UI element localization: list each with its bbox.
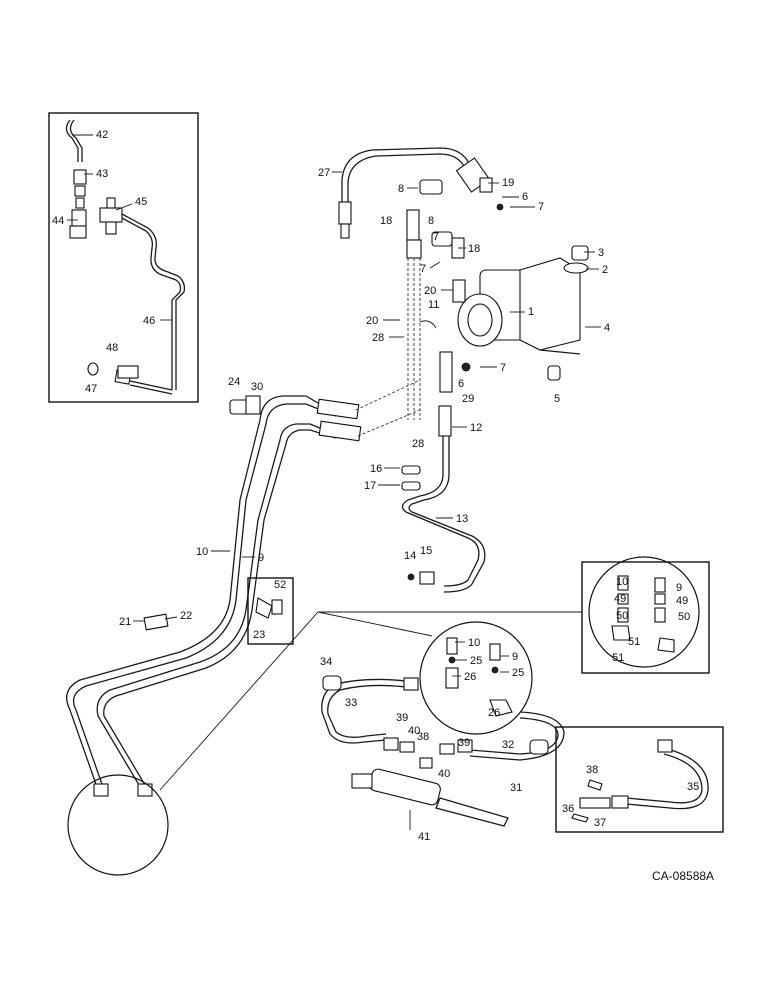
callout-label-3: 3 (598, 247, 604, 259)
callout-label-39: 39 (396, 712, 408, 724)
inset-box-fittings (581, 561, 710, 674)
callout-label-40: 40 (408, 725, 420, 737)
callout-label-8: 8 (398, 183, 404, 195)
callout-label-39: 39 (458, 737, 470, 749)
callout-label-28: 28 (372, 332, 384, 344)
callout-label-49: 49 (676, 595, 688, 607)
callout-label-42: 42 (96, 129, 108, 141)
callout-label-32: 32 (502, 739, 514, 751)
callout-label-38: 38 (417, 731, 429, 743)
detail-circle-line-ends (67, 774, 169, 876)
callout-label-25: 25 (512, 667, 524, 679)
callout-label-26: 26 (464, 671, 476, 683)
callout-label-16: 16 (370, 463, 382, 475)
steering-cylinder-assembly (321, 675, 565, 830)
callout-label-18: 18 (380, 215, 392, 227)
callout-label-49: 49 (614, 593, 626, 605)
callout-label-21: 21 (119, 616, 131, 628)
line-13 (401, 436, 486, 593)
callout-label-20: 20 (366, 315, 378, 327)
detail-circle-fittings-center (419, 621, 533, 735)
callout-label-7: 7 (433, 231, 439, 243)
callout-label-6: 6 (522, 191, 528, 203)
callout-label-44: 44 (52, 215, 64, 227)
callout-label-37: 37 (594, 817, 606, 829)
callout-label-11: 11 (428, 299, 439, 311)
steering-lines-9-10 (66, 379, 582, 876)
callout-label-47: 47 (85, 383, 97, 395)
callout-label-43: 43 (96, 168, 108, 180)
callout-label-23: 23 (253, 629, 265, 641)
callout-label-20: 20 (424, 285, 436, 297)
inset-box-hose-35 (555, 726, 724, 833)
callout-label-2: 2 (602, 264, 608, 276)
callout-label-9: 9 (512, 651, 518, 663)
callout-label-34: 34 (320, 656, 332, 668)
hose-35-assembly (571, 739, 709, 823)
callout-label-10: 10 (196, 546, 208, 558)
callout-label-31: 31 (510, 782, 522, 794)
callout-label-48: 48 (106, 342, 118, 354)
callout-label-29: 29 (462, 393, 474, 405)
callout-label-33: 33 (345, 697, 357, 709)
callout-label-45: 45 (135, 196, 147, 208)
callout-label-41: 41 (418, 831, 430, 843)
callout-label-15: 15 (420, 545, 432, 557)
callout-label-6: 6 (458, 378, 464, 390)
callout-label-5: 5 (554, 393, 560, 405)
callout-label-40: 40 (438, 768, 450, 780)
clip-23-52 (255, 597, 283, 619)
callout-label-46: 46 (143, 315, 155, 327)
callout-label-7: 7 (500, 362, 506, 374)
fittings-49-51 (611, 575, 675, 653)
callout-label-14: 14 (404, 550, 416, 562)
drawing-code: CA-08588A (652, 869, 714, 883)
callout-label-18: 18 (468, 243, 480, 255)
callout-label-51: 51 (612, 652, 624, 664)
callout-label-28: 28 (412, 438, 424, 450)
callout-label-12: 12 (470, 422, 482, 434)
callout-leader-lines (67, 134, 601, 677)
inset-box-gauge-line (48, 112, 199, 403)
leader-line-7 (429, 261, 441, 269)
steering-motor-assembly (338, 147, 589, 437)
callout-label-25: 25 (470, 655, 482, 667)
callout-label-10: 10 (616, 576, 628, 588)
inset-box-clip (247, 577, 294, 645)
callout-label-50: 50 (678, 611, 690, 623)
callout-label-8: 8 (428, 215, 434, 227)
callout-label-9: 9 (676, 582, 682, 594)
clamps (143, 395, 421, 631)
callout-label-17: 17 (364, 480, 376, 492)
callout-label-19: 19 (502, 177, 514, 189)
callout-label-38: 38 (586, 764, 598, 776)
gauge-line-assembly (65, 119, 186, 395)
callout-label-51: 51 (628, 636, 640, 648)
callout-label-7: 7 (538, 201, 544, 213)
callout-label-22: 22 (180, 610, 192, 622)
callout-label-13: 13 (456, 513, 468, 525)
leader-line-45 (115, 203, 133, 211)
callout-label-35: 35 (687, 781, 699, 793)
callout-label-30: 30 (251, 381, 263, 393)
callout-label-1: 1 (528, 306, 534, 318)
callout-label-50: 50 (616, 610, 628, 622)
fittings-25-26 (445, 637, 513, 717)
callout-label-4: 4 (604, 322, 610, 334)
callout-label-36: 36 (562, 803, 574, 815)
callout-label-24: 24 (228, 376, 240, 388)
callout-label-10: 10 (468, 637, 480, 649)
callout-label-26: 26 (488, 707, 500, 719)
callout-label-7: 7 (420, 263, 426, 275)
callout-label-27: 27 (318, 167, 330, 179)
detail-circle-fittings-right (588, 556, 700, 668)
leader-line-22 (164, 616, 178, 620)
callout-label-9: 9 (258, 552, 264, 564)
callout-label-52: 52 (274, 579, 286, 591)
